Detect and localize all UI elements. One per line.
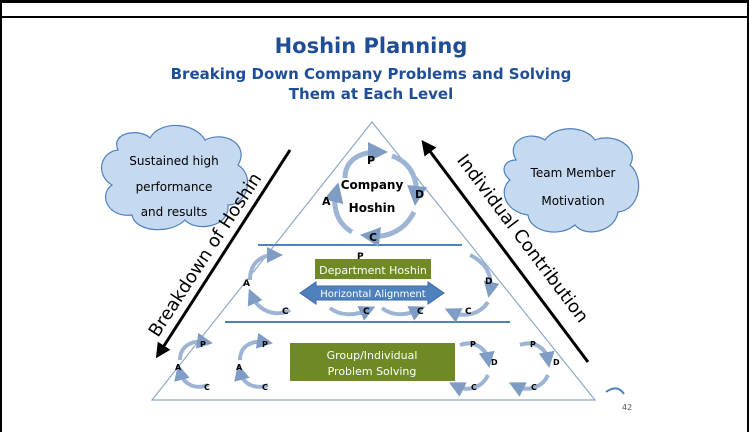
dept-p-mid: P bbox=[357, 252, 364, 262]
cloud-right: Team Member Motivation bbox=[503, 128, 640, 233]
grp-c-2: C bbox=[262, 383, 268, 392]
company-d: D bbox=[415, 188, 424, 201]
dept-d-right: D bbox=[485, 277, 492, 287]
dept-c-mid2: C bbox=[417, 307, 424, 317]
grp-c-1: C bbox=[204, 383, 210, 392]
cloud-left-line1: Sustained high bbox=[129, 154, 218, 168]
grp-p-1: P bbox=[200, 340, 206, 349]
dept-c-left: C bbox=[282, 307, 289, 317]
group-label-line1: Group/Individual bbox=[327, 349, 418, 362]
grp-c-4: C bbox=[531, 383, 537, 392]
group-pdca-cycles: P A C A P C P D C P D C bbox=[174, 332, 560, 397]
horizontal-alignment-label: Horizontal Alignment bbox=[320, 289, 426, 300]
contribution-arrow bbox=[421, 140, 590, 363]
cloud-right-line2: Motivation bbox=[541, 194, 604, 208]
company-pdca-cycle: P D C A Company Hoshin bbox=[322, 142, 428, 248]
company-hoshin-line1: Company bbox=[341, 178, 404, 192]
grp-a-1: A bbox=[175, 363, 182, 372]
grp-d-4: D bbox=[553, 358, 560, 367]
dept-c-mid1: C bbox=[363, 307, 370, 317]
top-divider bbox=[0, 16, 749, 18]
dept-a-left: A bbox=[243, 279, 250, 289]
cloud-left-line2: performance bbox=[136, 180, 213, 194]
grp-d-3: D bbox=[491, 358, 498, 367]
cloud-left: Sustained high performance and results bbox=[101, 124, 249, 231]
cloud-left-line3: and results bbox=[141, 205, 208, 219]
grp-p-2: P bbox=[262, 340, 268, 349]
company-c: C bbox=[369, 231, 377, 244]
grp-p-4: P bbox=[530, 340, 536, 349]
company-hoshin-line2: Hoshin bbox=[349, 201, 396, 215]
group-problem-solving-box bbox=[290, 343, 455, 381]
department-hoshin-box bbox=[315, 259, 431, 279]
department-hoshin-label: Department Hoshin bbox=[319, 264, 427, 277]
horizontal-alignment-arrow bbox=[299, 281, 445, 305]
hoshin-triangle bbox=[150, 121, 597, 401]
cloud-right-line1: Team Member bbox=[530, 166, 616, 180]
department-pdca-cycles: A C P C C D C bbox=[243, 247, 500, 323]
slide-title: Hoshin Planning bbox=[275, 34, 468, 58]
logo-mark bbox=[605, 387, 625, 395]
grp-a-2: A bbox=[236, 363, 243, 372]
slide-subtitle-line1: Breaking Down Company Problems and Solvi… bbox=[171, 65, 572, 83]
page-number: 42 bbox=[622, 403, 632, 412]
grp-c-3: C bbox=[471, 383, 477, 392]
company-a: A bbox=[322, 195, 331, 208]
slide-subtitle-line2: Them at Each Level bbox=[289, 85, 453, 103]
breakdown-arrow bbox=[155, 149, 292, 359]
group-label-line2: Problem Solving bbox=[328, 365, 417, 378]
grp-p-3: P bbox=[470, 340, 476, 349]
dept-c-right: C bbox=[465, 307, 472, 317]
company-p: P bbox=[367, 154, 375, 167]
